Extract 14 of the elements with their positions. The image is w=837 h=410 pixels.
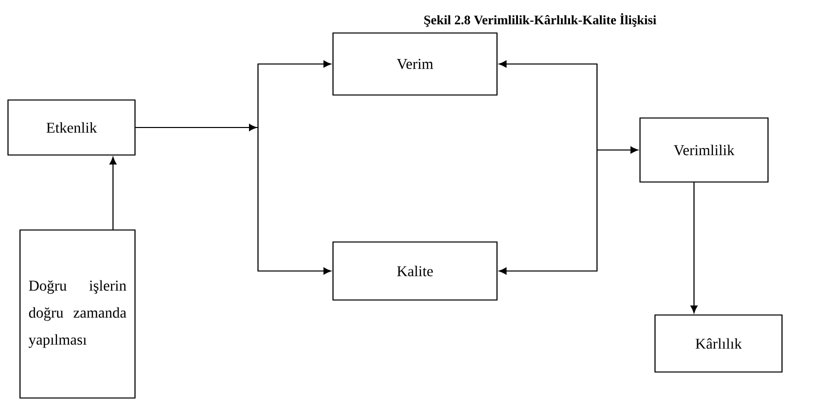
- process-box: Verim: [332, 32, 498, 96]
- arrow: [498, 60, 598, 150]
- process-box: Verimlilik: [639, 117, 769, 183]
- arrow: [136, 124, 257, 131]
- arrow: [690, 182, 698, 314]
- text-box: Doğru işlerin doğru zamanda yapılması: [19, 229, 136, 399]
- arrow: [498, 150, 598, 274]
- figure-title: Şekil 2.8 Verimlilik-Kârlılık-Kalite İlişkisi: [424, 13, 656, 27]
- process-box: Kalite: [332, 241, 498, 301]
- process-box: Kârlılık: [654, 314, 783, 373]
- arrow: [597, 146, 638, 154]
- process-box: Etkenlik: [7, 99, 136, 156]
- arrow: [244, 126, 332, 274]
- arrow: [110, 156, 116, 230]
